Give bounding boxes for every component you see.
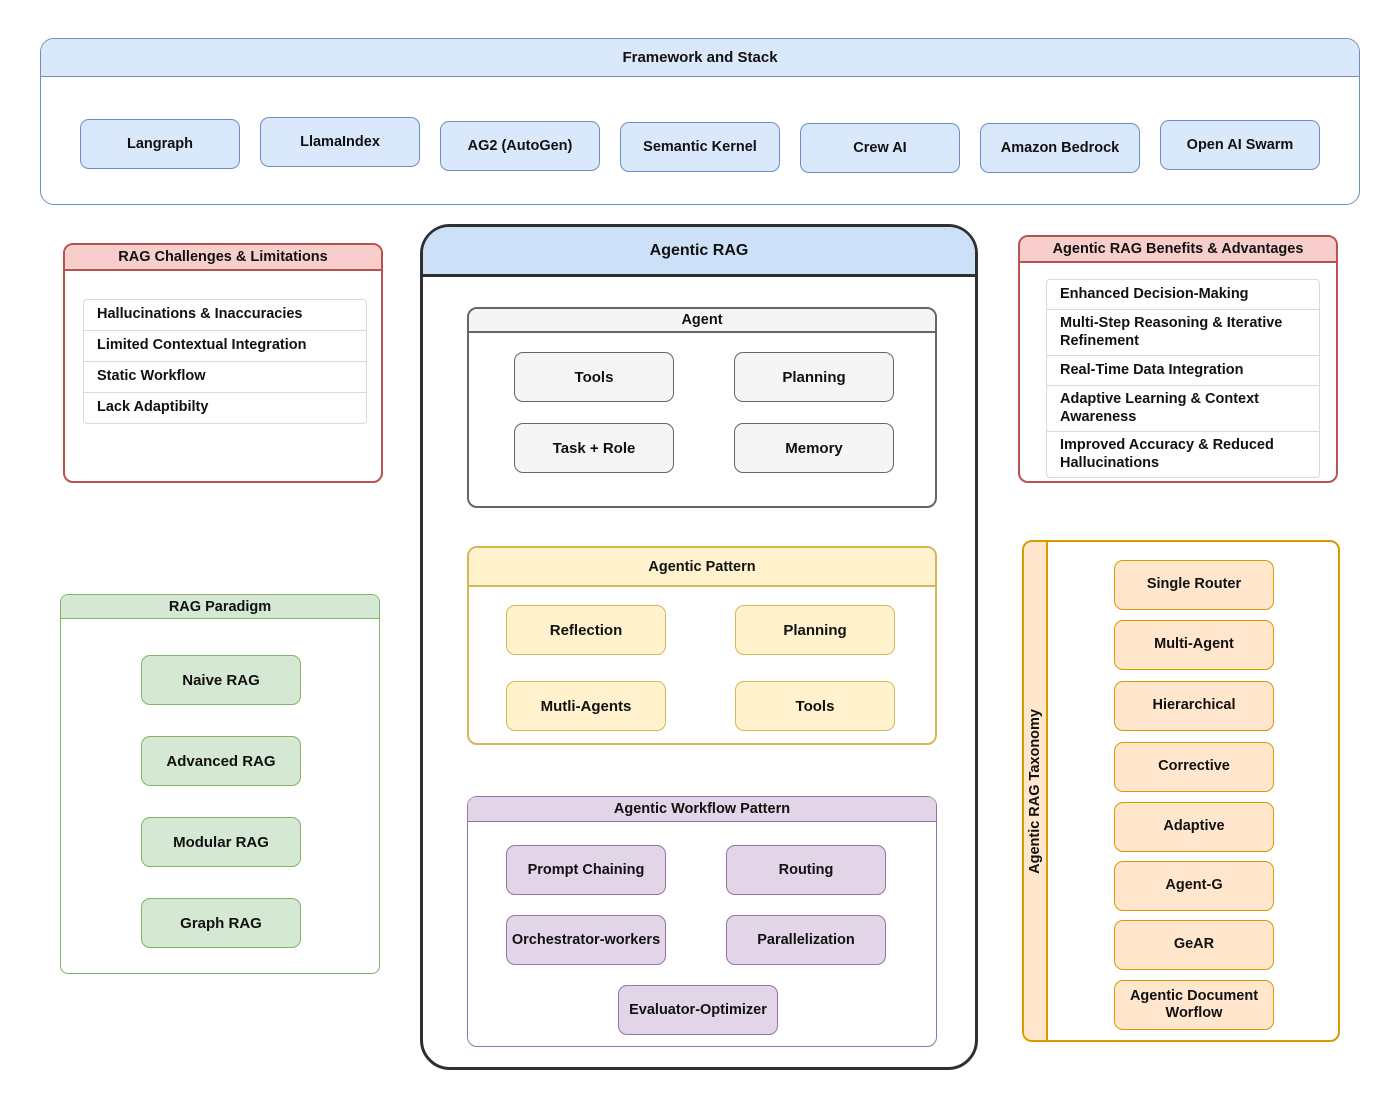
paradigm-node-advanced-rag: Advanced RAG bbox=[141, 736, 301, 786]
agentic-rag-benefits-panel: Agentic RAG Benefits & Advantages Enhanc… bbox=[1018, 235, 1338, 483]
taxonomy-node-agentic-document-worflow: Agentic Document Worflow bbox=[1114, 980, 1274, 1030]
taxonomy-node-agent-g: Agent-G bbox=[1114, 861, 1274, 911]
pattern-node-mutli-agents: Mutli-Agents bbox=[506, 681, 666, 731]
framework-node-llamaindex: LlamaIndex bbox=[260, 117, 420, 167]
framework-node-openai-swarm: Open AI Swarm bbox=[1160, 120, 1320, 170]
rag-challenges-title: RAG Challenges & Limitations bbox=[65, 245, 381, 271]
paradigm-node-graph-rag: Graph RAG bbox=[141, 898, 301, 948]
agent-node-task-role: Task + Role bbox=[514, 423, 674, 473]
benefit-item-real-time-data: Real-Time Data Integration bbox=[1047, 356, 1319, 386]
challenge-item-limited-context: Limited Contextual Integration bbox=[84, 331, 366, 362]
pattern-node-planning: Planning bbox=[735, 605, 895, 655]
agentic-rag-taxonomy-panel: Agentic RAG Taxonomy Single Router Multi… bbox=[1022, 540, 1340, 1042]
framework-node-ag2-autogen: AG2 (AutoGen) bbox=[440, 121, 600, 171]
rag-paradigm-panel: RAG Paradigm Naive RAG Advanced RAG Modu… bbox=[60, 594, 380, 974]
rag-challenges-panel: RAG Challenges & Limitations Hallucinati… bbox=[63, 243, 383, 483]
framework-node-amazon-bedrock: Amazon Bedrock bbox=[980, 123, 1140, 173]
agentic-workflow-pattern-panel: Agentic Workflow Pattern Prompt Chaining… bbox=[467, 796, 937, 1047]
workflow-node-orchestrator-workers: Orchestrator-workers bbox=[506, 915, 666, 965]
taxonomy-node-gear: GeAR bbox=[1114, 920, 1274, 970]
agent-node-planning: Planning bbox=[734, 352, 894, 402]
workflow-node-evaluator-optimizer: Evaluator-Optimizer bbox=[618, 985, 778, 1035]
agentic-rag-taxonomy-title: Agentic RAG Taxonomy bbox=[1027, 708, 1043, 874]
agent-node-memory: Memory bbox=[734, 423, 894, 473]
agentic-pattern-title: Agentic Pattern bbox=[469, 548, 935, 587]
pattern-node-tools: Tools bbox=[735, 681, 895, 731]
agentic-rag-container: Agentic RAG Agent Tools Planning Task + … bbox=[420, 224, 978, 1070]
taxonomy-node-hierarchical: Hierarchical bbox=[1114, 681, 1274, 731]
framework-node-semantic-kernel: Semantic Kernel bbox=[620, 122, 780, 172]
agentic-workflow-pattern-title: Agentic Workflow Pattern bbox=[468, 797, 936, 822]
framework-and-stack-panel: Framework and Stack Langraph LlamaIndex … bbox=[40, 38, 1360, 205]
challenge-item-static-workflow: Static Workflow bbox=[84, 362, 366, 393]
agentic-rag-benefits-title: Agentic RAG Benefits & Advantages bbox=[1020, 237, 1336, 263]
paradigm-node-modular-rag: Modular RAG bbox=[141, 817, 301, 867]
taxonomy-node-single-router: Single Router bbox=[1114, 560, 1274, 610]
framework-node-langraph: Langraph bbox=[80, 119, 240, 169]
agent-title: Agent bbox=[469, 309, 935, 333]
benefit-item-multi-step-reasoning: Multi-Step Reasoning & Iterative Refinem… bbox=[1047, 310, 1319, 356]
taxonomy-node-adaptive: Adaptive bbox=[1114, 802, 1274, 852]
agent-node-tools: Tools bbox=[514, 352, 674, 402]
agentic-rag-benefits-list: Enhanced Decision-Making Multi-Step Reas… bbox=[1046, 279, 1320, 478]
framework-and-stack-title: Framework and Stack bbox=[41, 39, 1359, 77]
rag-challenges-list: Hallucinations & Inaccuracies Limited Co… bbox=[83, 299, 367, 424]
workflow-node-prompt-chaining: Prompt Chaining bbox=[506, 845, 666, 895]
paradigm-node-naive-rag: Naive RAG bbox=[141, 655, 301, 705]
benefit-item-adaptive-learning: Adaptive Learning & Context Awareness bbox=[1047, 386, 1319, 432]
agentic-rag-taxonomy-label-strip: Agentic RAG Taxonomy bbox=[1024, 542, 1048, 1040]
agent-panel: Agent Tools Planning Task + Role Memory bbox=[467, 307, 937, 508]
framework-node-crew-ai: Crew AI bbox=[800, 123, 960, 173]
benefit-item-improved-accuracy: Improved Accuracy & Reduced Hallucinatio… bbox=[1060, 437, 1274, 471]
pattern-node-reflection: Reflection bbox=[506, 605, 666, 655]
benefit-item-enhanced-decision-making: Enhanced Decision-Making bbox=[1047, 280, 1319, 310]
rag-paradigm-title: RAG Paradigm bbox=[61, 595, 379, 619]
challenge-item-hallucinations: Hallucinations & Inaccuracies bbox=[84, 300, 366, 331]
agentic-rag-title: Agentic RAG bbox=[423, 227, 975, 277]
workflow-node-parallelization: Parallelization bbox=[726, 915, 886, 965]
workflow-node-routing: Routing bbox=[726, 845, 886, 895]
challenge-item-lack-adaptibilty: Lack Adaptibilty bbox=[97, 399, 209, 416]
agentic-pattern-panel: Agentic Pattern Reflection Planning Mutl… bbox=[467, 546, 937, 745]
taxonomy-node-corrective: Corrective bbox=[1114, 742, 1274, 792]
taxonomy-node-multi-agent: Multi-Agent bbox=[1114, 620, 1274, 670]
